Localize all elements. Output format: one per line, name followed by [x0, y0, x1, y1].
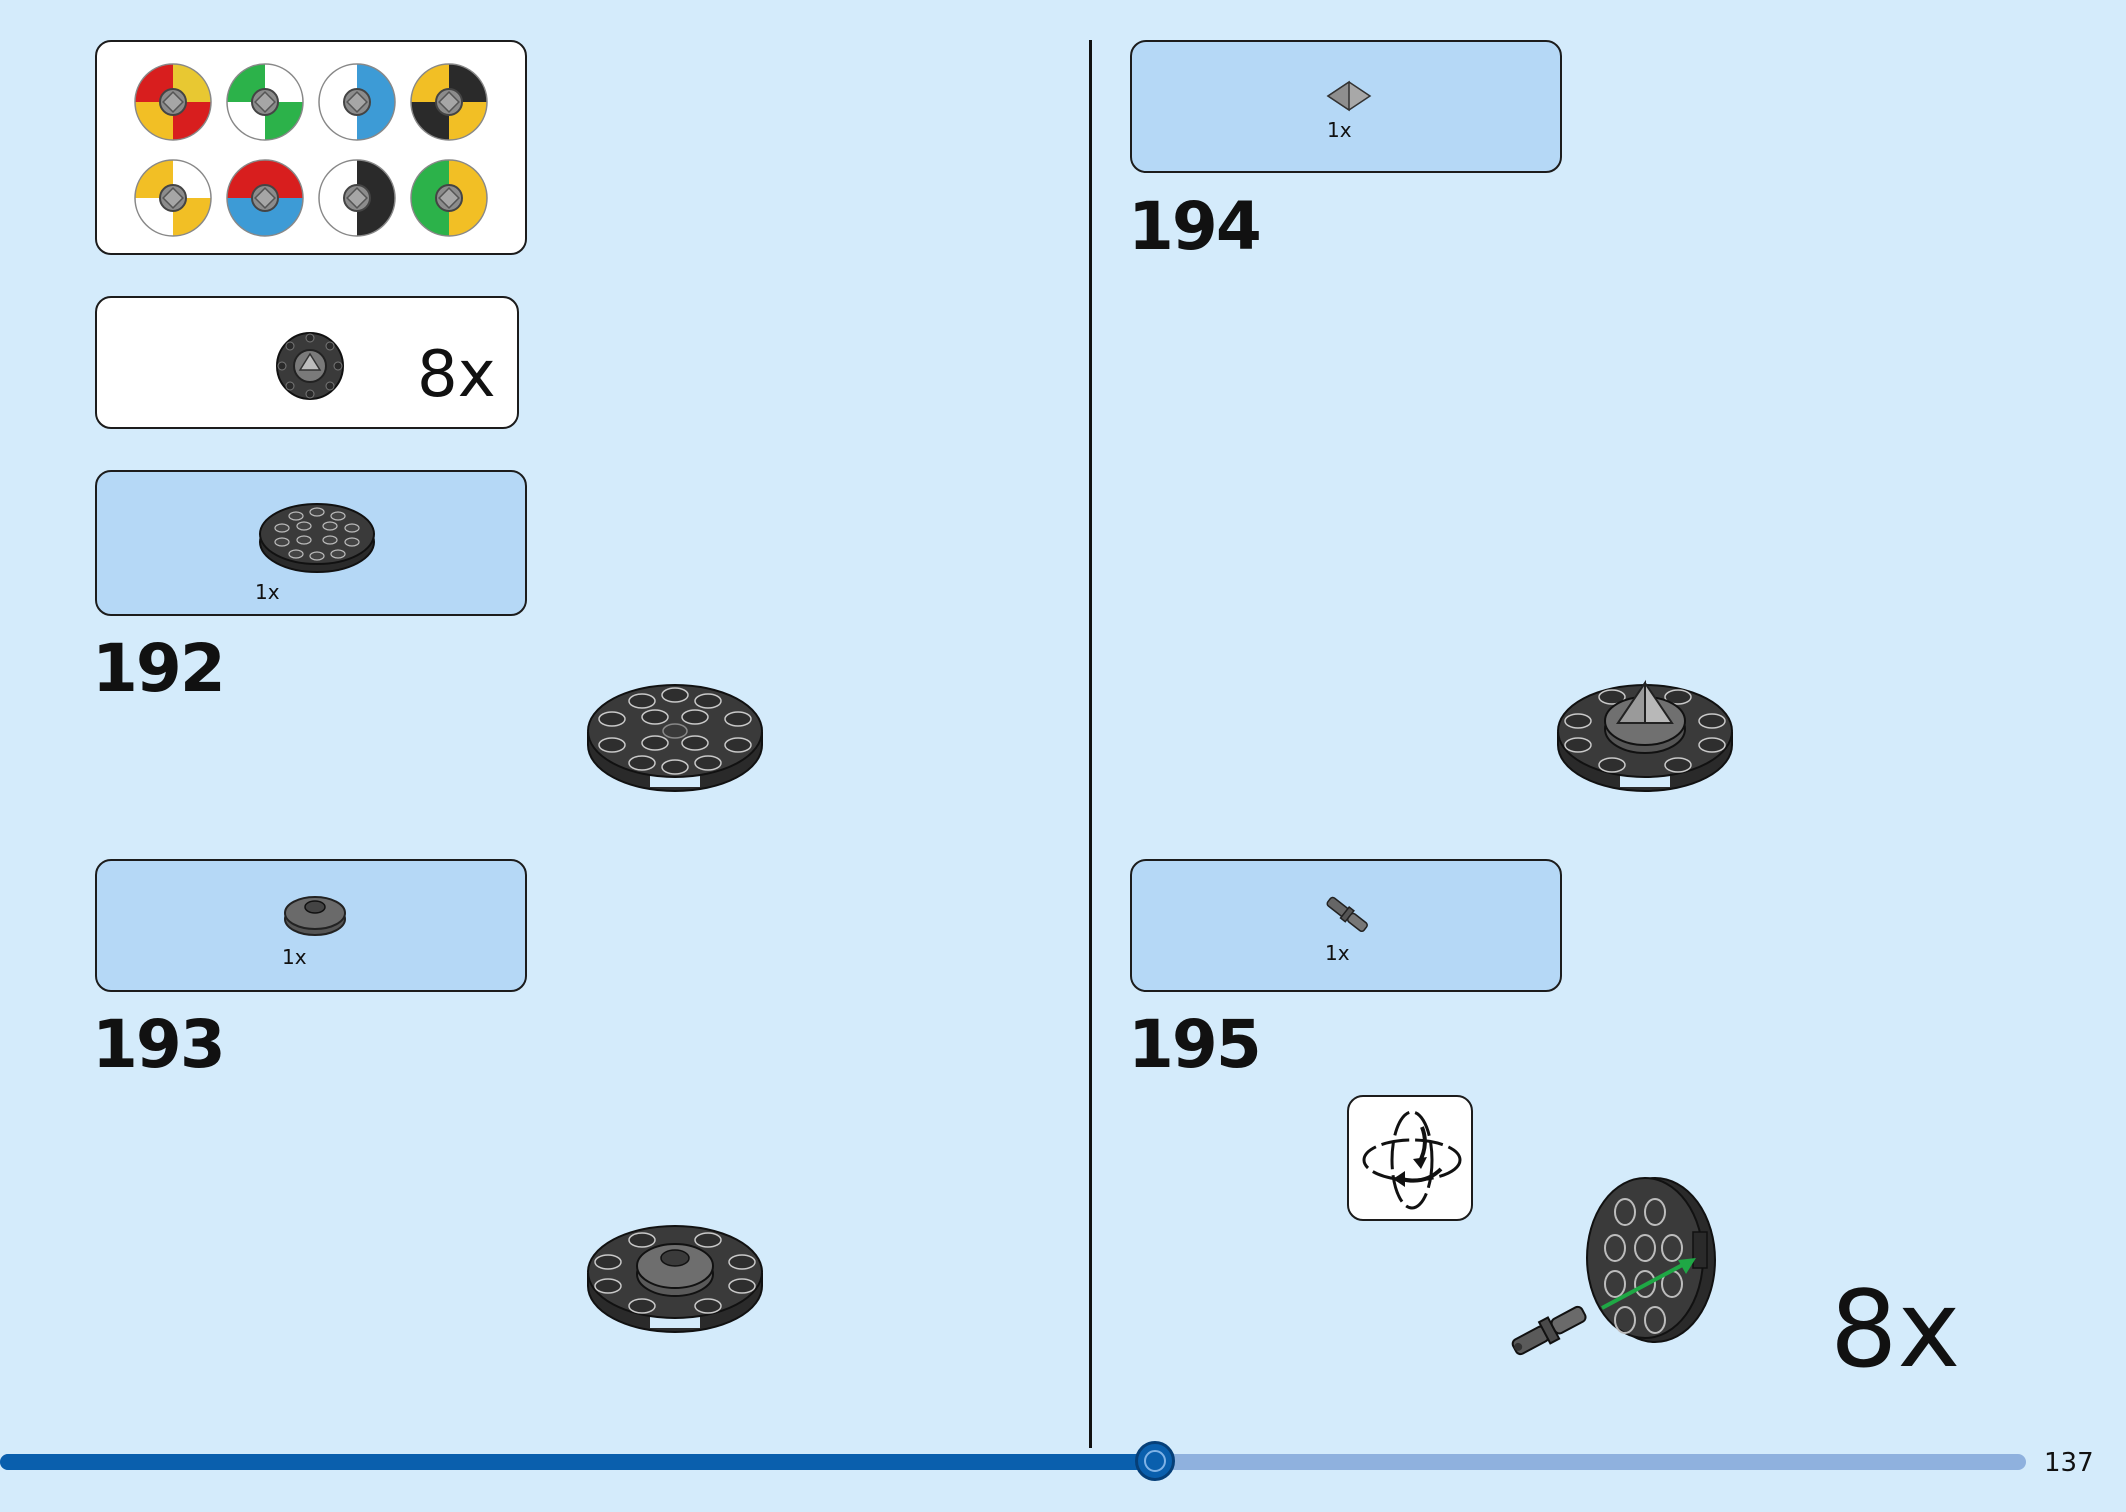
progress-bar-knob[interactable] — [1135, 1441, 1175, 1481]
step-192-quantity: 1x — [255, 580, 280, 604]
step-195-multiplier: 8x — [1830, 1268, 1961, 1391]
step-193-model-round-plate — [587, 1225, 763, 1333]
color-key-tiles — [134, 63, 488, 237]
step-194-model-plate-with-pyramid — [1557, 679, 1733, 792]
tile-blue-white-icon — [318, 63, 396, 141]
subassembly-multiplier: 8x — [417, 338, 496, 412]
pyramid-tile-icon — [1326, 80, 1372, 112]
step-195-parts-box: 1x — [1130, 859, 1562, 992]
tile-yellow-green-icon — [410, 159, 488, 237]
step-192-model-round-plate — [587, 684, 763, 792]
round-plate-4x4-icon — [259, 503, 375, 573]
rotate-model-box — [1347, 1095, 1473, 1221]
progress-bar — [0, 1454, 2026, 1470]
subassembly-box: 8x — [95, 296, 519, 429]
axle-pin — [1511, 1305, 1587, 1356]
step-number-195: 195 — [1128, 1006, 1262, 1083]
tile-black-yellow-icon — [410, 63, 488, 141]
round-plate-with-tile-icon — [276, 332, 344, 400]
page-number: 137 — [2044, 1448, 2094, 1478]
tile-yellow-white-icon — [134, 159, 212, 237]
rotate-model-icon — [1362, 1110, 1462, 1210]
step-192-parts-box: 1x — [95, 470, 527, 616]
step-194-parts-box: 1x — [1130, 40, 1562, 173]
insertion-arrow — [1601, 1260, 1689, 1310]
progress-bar-fill — [0, 1454, 1155, 1470]
step-193-quantity: 1x — [282, 945, 307, 969]
step-number-192: 192 — [92, 630, 226, 707]
tile-black-white-icon — [318, 159, 396, 237]
color-key-box — [95, 40, 527, 255]
step-193-parts-box: 1x — [95, 859, 527, 992]
round-tile-with-stud-icon — [284, 896, 346, 936]
axle-pin-icon — [1326, 896, 1368, 933]
tile-red-blue-icon — [226, 159, 304, 237]
tile-red-yellow-icon — [134, 63, 212, 141]
step-194-quantity: 1x — [1327, 118, 1352, 142]
page-divider — [1089, 40, 1092, 1448]
step-195-model-plate-and-pin — [1511, 1177, 1716, 1356]
step-195-quantity: 1x — [1325, 941, 1350, 965]
step-number-194: 194 — [1128, 188, 1262, 265]
plate-side-view — [1586, 1177, 1716, 1343]
tile-green-white-icon — [226, 63, 304, 141]
step-number-193: 193 — [92, 1006, 226, 1083]
